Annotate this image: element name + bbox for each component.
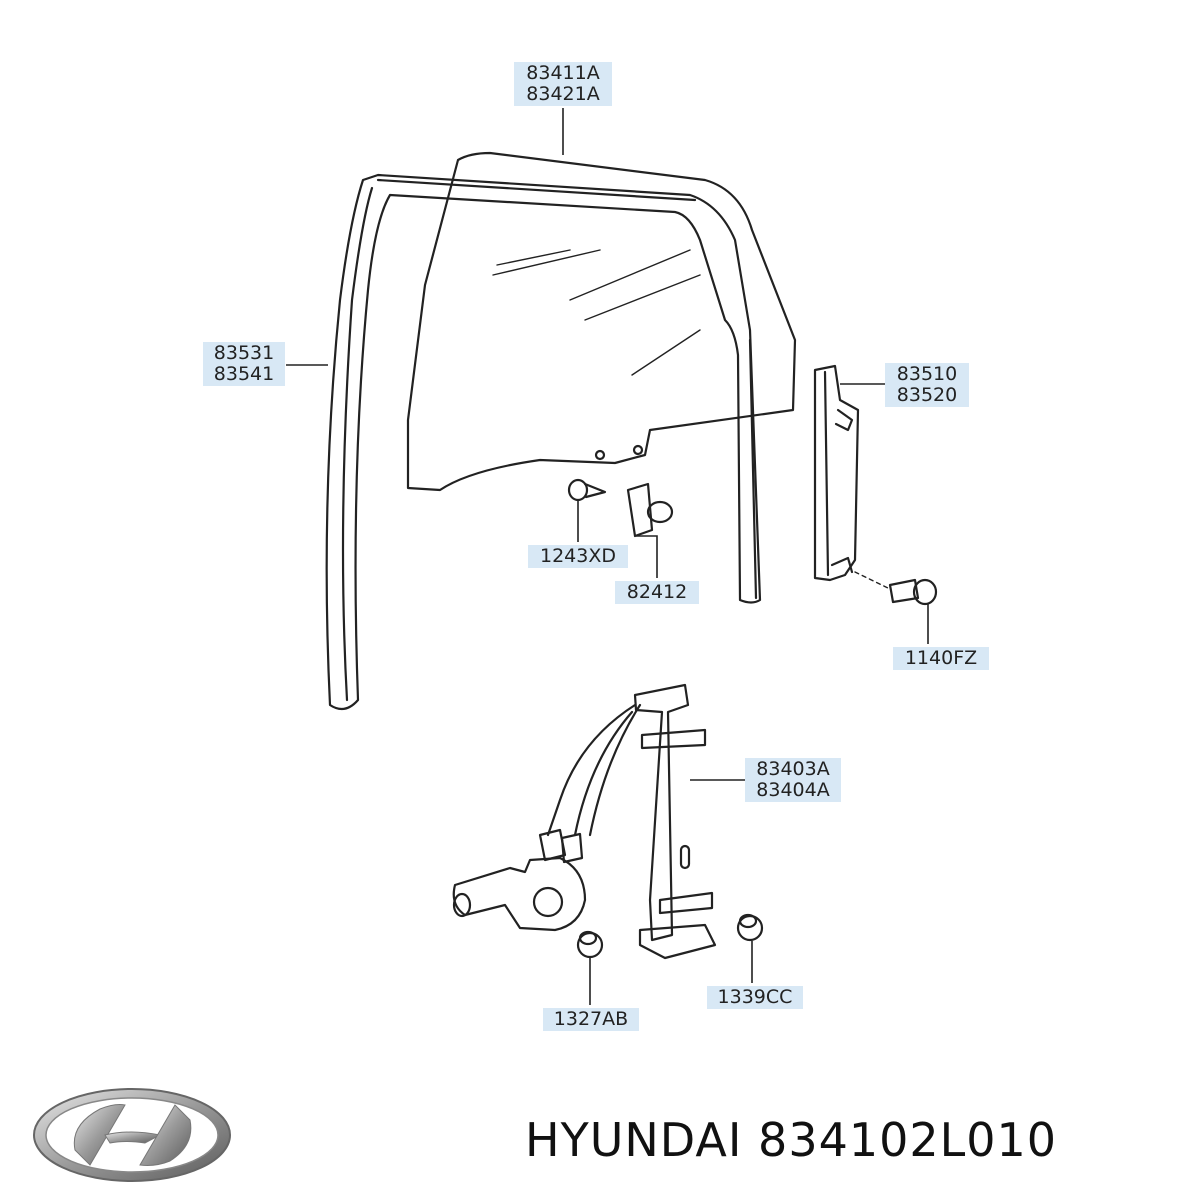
nut-right: [736, 913, 764, 942]
callout-screw: 1243XD: [528, 545, 628, 568]
callout-nut-left: 1327AB: [543, 1008, 639, 1031]
callout-regulator: 83403A 83404A: [745, 758, 841, 802]
callout-bolt: 1140FZ: [893, 647, 989, 670]
callout-nut-right: 1339CC: [707, 986, 803, 1009]
leader-holder: [636, 535, 658, 578]
screw: [567, 478, 607, 502]
part-number: 834102L010: [758, 1113, 1058, 1167]
callout-holder: 82412: [615, 581, 699, 604]
holder: [626, 482, 674, 538]
nut-left: [576, 930, 604, 959]
part-title: HYUNDAI 834102L010: [525, 1113, 1057, 1167]
door-glass: [406, 151, 797, 492]
window-regulator: [452, 683, 717, 960]
callout-run-channel: 83531 83541: [203, 342, 285, 386]
rear-channel: [813, 364, 860, 582]
run-channel: [325, 173, 762, 711]
hyundai-logo-icon: [33, 1088, 231, 1182]
callout-rear-channel: 83510 83520: [885, 363, 969, 407]
callout-glass: 83411A 83421A: [514, 62, 612, 106]
bolt: [854, 571, 938, 606]
brand-name: HYUNDAI: [525, 1113, 743, 1167]
